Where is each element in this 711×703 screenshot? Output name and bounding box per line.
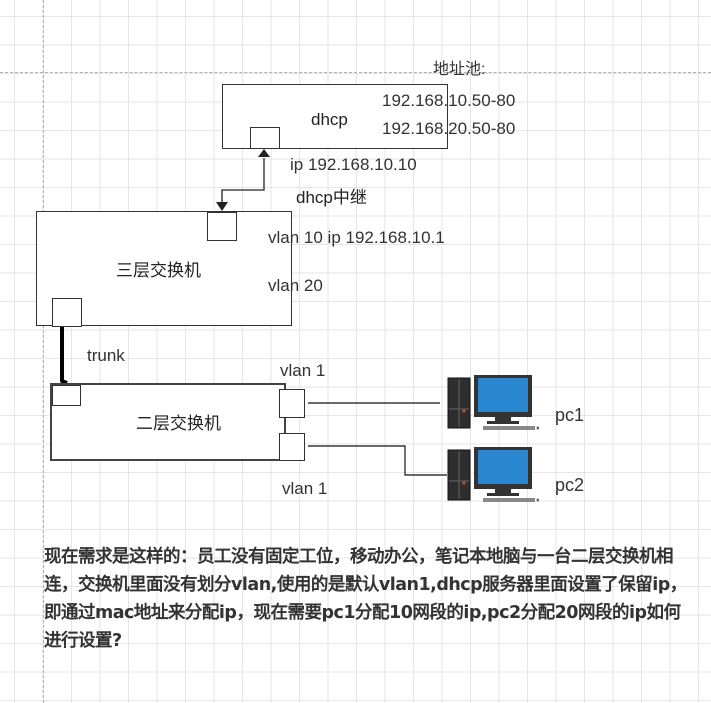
l3-vlan20-label: vlan 20 (268, 276, 323, 295)
arrow-down-icon (216, 202, 228, 211)
pool-range-20: 192.168.20.50-80 (382, 119, 516, 138)
dhcp-server-node[interactable] (222, 84, 448, 149)
dhcp-server-ip: ip 192.168.10.10 (290, 155, 417, 174)
trunk-label: trunk (87, 346, 125, 365)
pc2-label: pc2 (555, 475, 585, 495)
dhcp-server-port[interactable] (250, 127, 280, 149)
l2-switch-port-1[interactable] (279, 389, 305, 418)
desktop-computer-icon (447, 375, 540, 430)
l2-switch-trunk-port[interactable] (52, 385, 81, 406)
pool-range-10: 192.168.10.50-80 (382, 91, 516, 110)
l3-switch-title: 三层交换机 (116, 261, 201, 280)
dhcp-server-title: dhcp (311, 110, 348, 129)
pc1-node[interactable] (447, 375, 540, 431)
l2-switch-node[interactable] (50, 383, 305, 461)
question-text: 现在需求是这样的：员工没有固定工位，移动办公，笔记本地脑与一台二层交换机相连，交… (44, 547, 687, 651)
l2-port1-vlan-label: vlan 1 (280, 361, 326, 380)
page-guide-horizontal (0, 72, 711, 73)
l2-switch-port-2[interactable] (279, 433, 305, 461)
l3-switch-trunk-port[interactable] (52, 298, 82, 327)
l2-switch-title: 二层交换机 (136, 414, 221, 433)
l3-switch-uplink-port[interactable] (207, 212, 237, 241)
desktop-computer-icon (447, 447, 540, 502)
arrow-up-icon (258, 149, 270, 157)
page-guide-vertical (43, 0, 44, 703)
pc2-link[interactable] (308, 445, 447, 476)
l2-port2-vlan-label: vlan 1 (282, 479, 328, 498)
relay-label: dhcp中继 (296, 188, 367, 207)
pc2-node[interactable] (447, 447, 540, 503)
address-pool-heading: 地址池: (433, 61, 486, 78)
l3-switch-node[interactable] (36, 211, 292, 327)
pc1-label: pc1 (555, 405, 585, 425)
relay-link[interactable] (221, 158, 265, 210)
trunk-link[interactable] (60, 325, 68, 385)
l3-vlan10-label: vlan 10 ip 192.168.10.1 (268, 228, 445, 247)
